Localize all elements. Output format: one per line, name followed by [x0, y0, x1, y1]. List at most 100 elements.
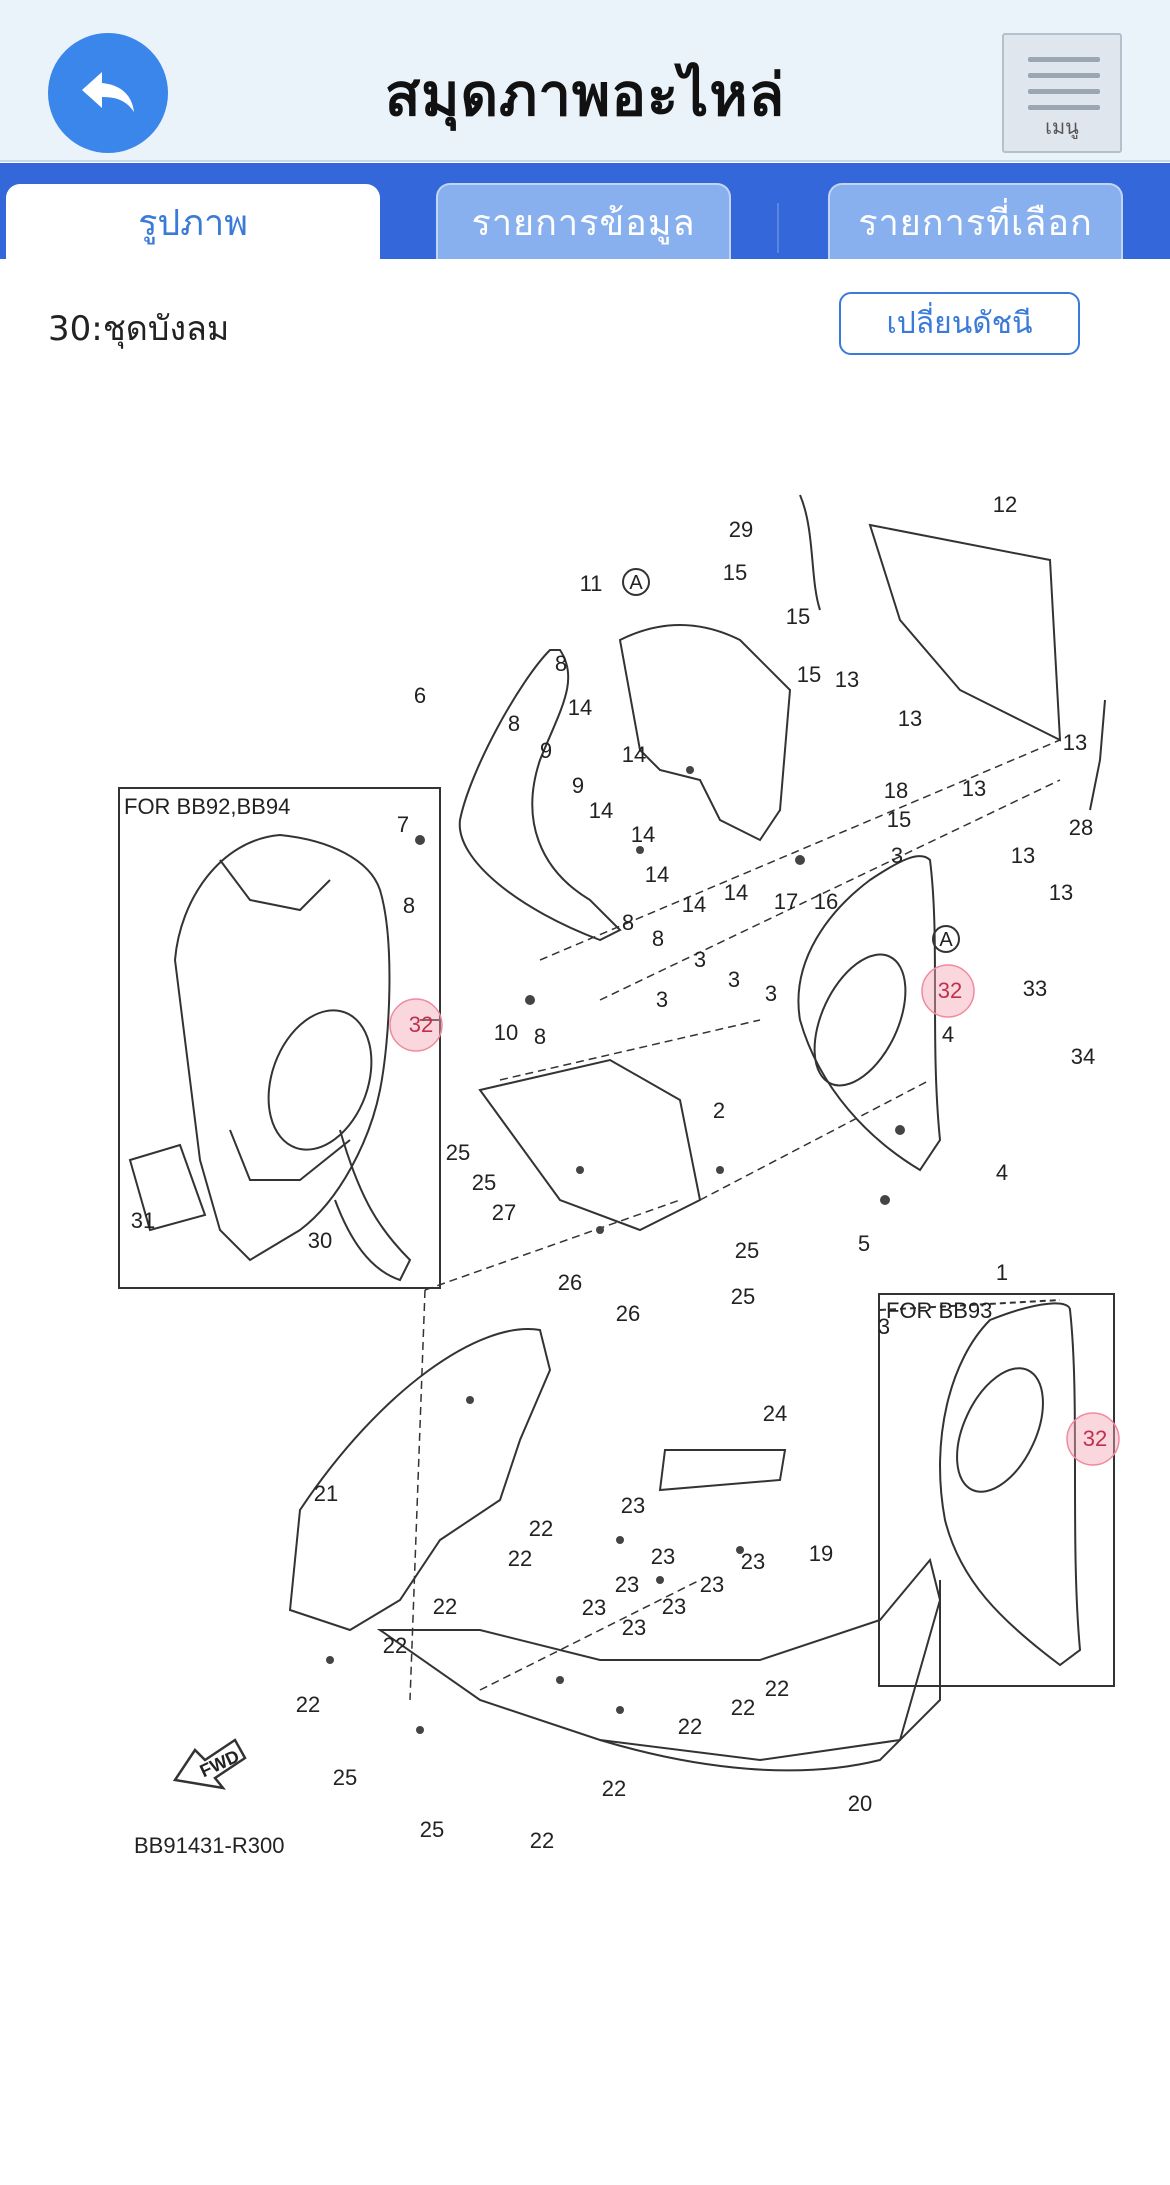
part-label-30[interactable]: 30: [308, 1228, 332, 1253]
parts-diagram[interactable]: A A FOR BB92,BB94 FOR BB93 BB91431-R300 …: [0, 440, 1170, 1940]
part-label-20[interactable]: 20: [848, 1791, 872, 1816]
part-label-22[interactable]: 22: [529, 1516, 553, 1541]
side-panel-6: [458, 649, 622, 942]
part-label-28[interactable]: 28: [1069, 815, 1093, 840]
part-label-18[interactable]: 18: [884, 778, 908, 803]
part-label-32[interactable]: 32: [938, 978, 962, 1003]
highlight-32-left[interactable]: [389, 998, 443, 1052]
part-label-10[interactable]: 10: [494, 1020, 518, 1045]
part-label-15[interactable]: 15: [797, 662, 821, 687]
highlight-32-right[interactable]: [1066, 1412, 1120, 1466]
part-label-13[interactable]: 13: [1049, 880, 1073, 905]
part-label-22[interactable]: 22: [602, 1776, 626, 1801]
part-label-11[interactable]: 11: [580, 571, 603, 596]
back-button[interactable]: [48, 33, 168, 153]
part-label-27[interactable]: 27: [492, 1200, 516, 1225]
part-label-14[interactable]: 14: [724, 880, 748, 905]
part-label-25[interactable]: 25: [420, 1817, 444, 1842]
part-label-14[interactable]: 14: [589, 798, 613, 823]
part-label-23[interactable]: 23: [582, 1595, 606, 1620]
part-label-5[interactable]: 5: [858, 1231, 870, 1256]
part-label-33[interactable]: 33: [1023, 976, 1047, 1001]
tab-selected-list[interactable]: รายการที่เลือก: [828, 183, 1123, 259]
part-label-17[interactable]: 17: [774, 889, 798, 914]
guide-line: [409, 1289, 426, 1701]
part-label-12[interactable]: 12: [993, 492, 1017, 517]
tab-data-list[interactable]: รายการข้อมูล: [436, 183, 731, 259]
part-label-25[interactable]: 25: [731, 1284, 755, 1309]
part-label-4[interactable]: 4: [942, 1022, 954, 1047]
part-label-32[interactable]: 32: [409, 1012, 433, 1037]
part-label-3[interactable]: 3: [694, 947, 706, 972]
exploded-view-svg[interactable]: A A FOR BB92,BB94 FOR BB93 BB91431-R300 …: [0, 440, 1170, 1940]
part-label-23[interactable]: 23: [700, 1572, 724, 1597]
part-label-23[interactable]: 23: [662, 1594, 686, 1619]
part-label-14[interactable]: 14: [631, 822, 655, 847]
change-index-button[interactable]: เปลี่ยนดัชนี: [839, 292, 1080, 355]
part-label-16[interactable]: 16: [814, 889, 838, 914]
part-label-14[interactable]: 14: [568, 695, 592, 720]
part-label-7[interactable]: 7: [397, 812, 409, 837]
part-label-14[interactable]: 14: [622, 742, 646, 767]
part-label-3[interactable]: 3: [878, 1314, 890, 1339]
part-label-8[interactable]: 8: [534, 1024, 546, 1049]
part-label-15[interactable]: 15: [786, 604, 810, 629]
part-label-8[interactable]: 8: [555, 651, 567, 676]
part-label-3[interactable]: 3: [728, 967, 740, 992]
part-label-22[interactable]: 22: [530, 1828, 554, 1853]
part-label-23[interactable]: 23: [741, 1549, 765, 1574]
part-label-13[interactable]: 13: [1011, 843, 1035, 868]
part-label-25[interactable]: 25: [446, 1140, 470, 1165]
part-label-13[interactable]: 13: [1063, 730, 1087, 755]
part-label-3[interactable]: 3: [765, 981, 777, 1006]
part-label-3[interactable]: 3: [656, 987, 668, 1012]
part-label-32[interactable]: 32: [1083, 1426, 1107, 1451]
part-label-6[interactable]: 6: [414, 683, 426, 708]
part-label-34[interactable]: 34: [1071, 1044, 1095, 1069]
part-label-31[interactable]: 31: [131, 1208, 155, 1233]
part-label-22[interactable]: 22: [678, 1714, 702, 1739]
part-label-25[interactable]: 25: [333, 1765, 357, 1790]
highlight-32-main[interactable]: [921, 964, 975, 1018]
part-label-14[interactable]: 14: [645, 862, 669, 887]
page-title: สมุดภาพอะไหล่: [384, 61, 786, 129]
part-label-15[interactable]: 15: [723, 560, 747, 585]
menu-button[interactable]: เมนู: [1002, 33, 1122, 153]
part-label-23[interactable]: 23: [622, 1615, 646, 1640]
part-label-19[interactable]: 19: [809, 1541, 833, 1566]
part-label-9[interactable]: 9: [540, 738, 552, 763]
part-label-4[interactable]: 4: [996, 1160, 1008, 1185]
part-label-13[interactable]: 13: [962, 776, 986, 801]
part-label-15[interactable]: 15: [887, 807, 911, 832]
upper-cowl-11: [618, 624, 792, 842]
part-label-8[interactable]: 8: [652, 926, 664, 951]
part-label-2[interactable]: 2: [713, 1098, 725, 1123]
part-label-8[interactable]: 8: [403, 893, 415, 918]
part-label-9[interactable]: 9: [572, 773, 584, 798]
part-label-23[interactable]: 23: [651, 1544, 675, 1569]
part-label-22[interactable]: 22: [508, 1546, 532, 1571]
part-label-14[interactable]: 14: [682, 892, 706, 917]
part-label-22[interactable]: 22: [296, 1692, 320, 1717]
part-label-26[interactable]: 26: [616, 1301, 640, 1326]
inset-left-cowl: [173, 833, 391, 1262]
part-label-22[interactable]: 22: [433, 1594, 457, 1619]
part-label-24[interactable]: 24: [763, 1401, 787, 1426]
tab-picture[interactable]: รูปภาพ: [6, 184, 380, 260]
part-label-13[interactable]: 13: [835, 667, 859, 692]
part-label-8[interactable]: 8: [508, 711, 520, 736]
part-label-29[interactable]: 29: [729, 517, 753, 542]
part-label-22[interactable]: 22: [383, 1633, 407, 1658]
part-label-22[interactable]: 22: [765, 1676, 789, 1701]
part-label-23[interactable]: 23: [621, 1493, 645, 1518]
part-label-1[interactable]: 1: [996, 1260, 1008, 1285]
part-label-8[interactable]: 8: [622, 910, 634, 935]
part-label-3[interactable]: 3: [891, 843, 903, 868]
part-label-25[interactable]: 25: [472, 1170, 496, 1195]
part-label-22[interactable]: 22: [731, 1695, 755, 1720]
part-label-26[interactable]: 26: [558, 1270, 582, 1295]
part-label-21[interactable]: 21: [314, 1481, 338, 1506]
part-label-23[interactable]: 23: [615, 1572, 639, 1597]
part-label-13[interactable]: 13: [898, 706, 922, 731]
part-label-25[interactable]: 25: [735, 1238, 759, 1263]
